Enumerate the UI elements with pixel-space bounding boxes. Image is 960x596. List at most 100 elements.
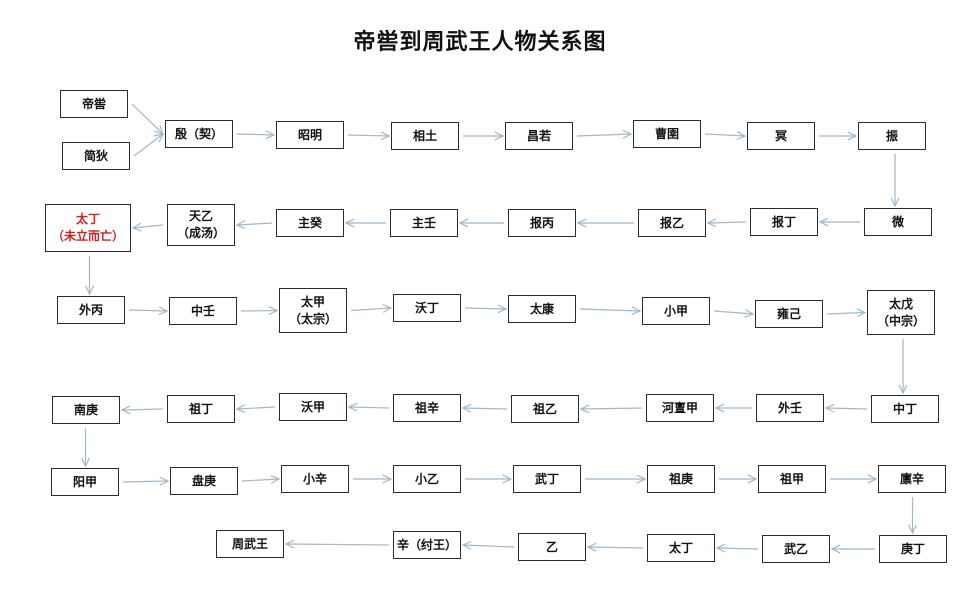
arrow-diku-to-yinxie bbox=[131, 103, 164, 135]
person-node-waibing: 外丙 bbox=[57, 296, 125, 324]
arrowhead-icon bbox=[344, 218, 355, 228]
arrowhead-icon bbox=[380, 131, 391, 141]
arrowhead-icon bbox=[622, 129, 633, 139]
arrowhead-icon bbox=[158, 306, 169, 316]
arrow-wuding-to-zugeng bbox=[585, 474, 647, 484]
arrow-wuyi-to-taiding2 bbox=[715, 543, 759, 553]
person-node-taiding2: 太丁 bbox=[647, 534, 715, 562]
arrow-yangjia-to-pangeng bbox=[122, 476, 170, 486]
arrowhead-icon bbox=[284, 539, 295, 549]
person-node-zhuren: 主壬 bbox=[390, 209, 458, 237]
arrow-yongji-to-taiwu bbox=[826, 308, 867, 318]
arrowhead-icon bbox=[706, 218, 717, 228]
person-node-diku: 帝喾 bbox=[60, 90, 128, 118]
arrowhead-icon bbox=[120, 405, 131, 415]
arrow-pangeng-to-xiaoxin bbox=[241, 474, 281, 484]
arrowhead-icon bbox=[736, 131, 747, 141]
person-node-yongji: 雍己 bbox=[755, 300, 823, 328]
arrowhead-icon bbox=[744, 308, 755, 318]
diagram-title: 帝喾到周武王人物关系图 bbox=[353, 30, 607, 55]
arrowhead-icon bbox=[235, 404, 246, 414]
arrowhead-icon bbox=[631, 306, 642, 316]
arrow-yinxie-to-zhaoming bbox=[236, 130, 276, 140]
person-node-wuding: 武丁 bbox=[513, 465, 581, 493]
person-node-tianyi: 天乙 （成汤） bbox=[167, 204, 235, 246]
person-node-baoyi: 报乙 bbox=[638, 209, 706, 237]
arrowhead-icon bbox=[268, 306, 279, 316]
person-node-zuxin: 祖辛 bbox=[393, 394, 461, 422]
arrow-hedanjia-to-zuyi bbox=[579, 404, 643, 414]
arrowhead-icon bbox=[502, 474, 513, 484]
person-node-baoding: 报丁 bbox=[750, 208, 818, 236]
arrow-xin-to-zhouwuwang bbox=[284, 539, 390, 549]
arrow-wei-to-baoding bbox=[818, 217, 860, 227]
arrowhead-icon bbox=[497, 304, 508, 314]
arrow-nangeng-to-yangjia bbox=[81, 428, 90, 468]
arrow-woding-to-taikang bbox=[464, 304, 508, 314]
person-node-xiaojia: 小甲 bbox=[642, 297, 710, 325]
arrowhead-icon bbox=[586, 542, 597, 552]
arrowhead-icon bbox=[159, 476, 170, 486]
arrowhead-icon bbox=[265, 130, 276, 140]
arrow-zujia-to-linxin bbox=[830, 474, 878, 484]
person-node-yinxie: 殷（契） bbox=[165, 120, 233, 148]
person-node-zhongding: 中丁 bbox=[871, 395, 939, 423]
arrow-wojia-to-zuding bbox=[235, 404, 276, 414]
person-node-wuyi: 武乙 bbox=[762, 535, 830, 563]
arrowhead-icon bbox=[867, 474, 878, 484]
arrow-zugeng-to-zujia bbox=[719, 474, 758, 484]
arrowhead-icon bbox=[154, 133, 165, 143]
person-node-linxin: 廪辛 bbox=[878, 465, 946, 493]
arrowhead-icon bbox=[714, 403, 725, 413]
person-node-xiaoxin: 小辛 bbox=[281, 465, 349, 493]
arrowhead-icon bbox=[382, 304, 393, 313]
person-node-taiwu: 太戊 （中宗） bbox=[867, 290, 935, 335]
arrowhead-icon bbox=[576, 218, 587, 228]
arrowhead-icon bbox=[81, 457, 90, 468]
arrow-baoding-to-baoyi bbox=[706, 218, 747, 228]
arrow-taiding2-to-yi bbox=[586, 542, 644, 552]
arrow-tianyi-to-taiding1 bbox=[131, 222, 164, 232]
arrow-zhugui-to-tianyi bbox=[235, 220, 273, 230]
person-node-gengding: 庚丁 bbox=[879, 535, 947, 563]
arrow-caoyu-to-ming bbox=[704, 131, 747, 141]
person-node-caoyu: 曹圉 bbox=[633, 120, 701, 148]
arrowhead-icon bbox=[461, 403, 472, 413]
arrow-xiaojia-to-yongji bbox=[713, 308, 755, 318]
arrow-taiding1-to-waibing bbox=[85, 256, 94, 296]
person-node-baobing: 报丙 bbox=[508, 209, 576, 237]
arrowhead-icon bbox=[898, 384, 908, 395]
person-node-zugeng: 祖庚 bbox=[647, 465, 715, 493]
person-node-xiaoyi: 小乙 bbox=[393, 465, 461, 493]
arrowhead-icon bbox=[235, 220, 246, 230]
person-node-zhongren: 中壬 bbox=[169, 297, 237, 325]
arrowhead-icon bbox=[461, 540, 472, 550]
arrow-zuxin-to-wojia bbox=[347, 402, 390, 412]
person-node-xiangtu: 相土 bbox=[391, 122, 459, 150]
arrowhead-icon bbox=[847, 131, 858, 141]
arrowhead-icon bbox=[85, 285, 94, 296]
arrow-taijia-to-woding bbox=[350, 304, 393, 313]
arrowhead-icon bbox=[270, 474, 281, 484]
arrow-taikang-to-xiaojia bbox=[579, 306, 642, 316]
arrow-zhuren-to-zhugui bbox=[344, 218, 386, 228]
arrowhead-icon bbox=[747, 474, 758, 484]
arrow-xiaoxin-to-xiaoyi bbox=[353, 474, 393, 484]
person-node-hedanjia: 河亶甲 bbox=[646, 394, 714, 422]
person-node-changruo: 昌若 bbox=[505, 122, 573, 150]
arrowhead-icon bbox=[890, 197, 900, 208]
arrow-gengding-to-wuyi bbox=[830, 544, 875, 554]
arrowhead-icon bbox=[347, 402, 358, 412]
person-node-yi: 乙 bbox=[518, 533, 586, 561]
person-node-zuyi: 祖乙 bbox=[511, 395, 579, 423]
arrowhead-icon bbox=[824, 403, 835, 413]
arrow-zhaoming-to-xiangtu bbox=[347, 131, 391, 141]
person-node-zujia: 祖甲 bbox=[758, 465, 826, 493]
arrowhead-icon bbox=[579, 404, 590, 414]
arrow-xiaoyi-to-wuding bbox=[465, 474, 513, 484]
person-node-woding: 沃丁 bbox=[393, 294, 461, 322]
arrow-yi-to-xin bbox=[461, 540, 515, 550]
arrowhead-icon bbox=[908, 524, 917, 535]
arrowhead-icon bbox=[830, 544, 841, 554]
arrow-linxin-to-gengding bbox=[908, 497, 917, 535]
